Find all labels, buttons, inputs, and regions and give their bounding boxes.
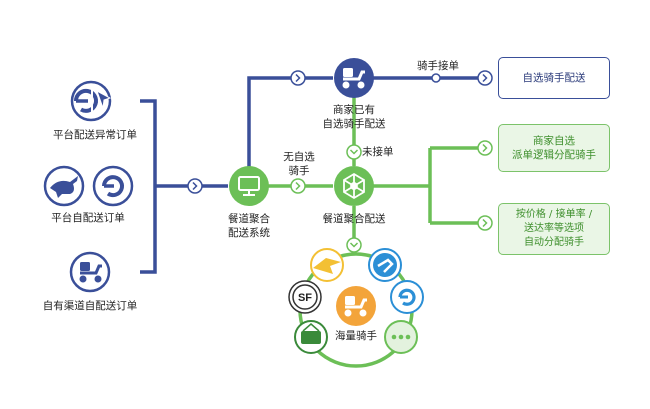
source-platform-self-label: 平台自配送订单: [51, 212, 125, 224]
network-hub-icon: [343, 172, 365, 200]
scooter-icon: [344, 296, 367, 317]
arrow-node-green-1: [290, 178, 306, 194]
rider-accept-dot: [431, 73, 441, 83]
kangaroo-logo: [43, 165, 85, 207]
svg-text:SF: SF: [298, 292, 312, 304]
aggregate-node: [334, 166, 374, 206]
arrow-node-navy-2: [290, 70, 306, 86]
fengniao-logo: [310, 248, 344, 282]
meituan-logo: [294, 320, 328, 354]
system-label: 餐道聚合 配送系统: [228, 213, 270, 239]
arrow-node-green-3: [477, 215, 493, 231]
sf-express-logo: SF: [288, 280, 322, 314]
dada-logo: [368, 248, 402, 282]
riders-label: 海量骑手: [335, 330, 377, 342]
arrow-node-green-2: [477, 140, 493, 156]
arrow-node-navy-3: [477, 70, 493, 86]
output-auto-assign-box: 按价格 / 接单率 / 送达率等选项 自动分配骑手: [498, 203, 610, 255]
system-node: [229, 166, 269, 206]
riders-center: [336, 286, 376, 326]
arrow-connectors: [187, 70, 493, 253]
more-icon: [384, 320, 418, 354]
arrow-node-navy-1: [187, 178, 203, 194]
monitor-icon: [238, 176, 260, 196]
source-own-channel-label: 自有渠道自配送订单: [42, 300, 138, 312]
output-merchant-select-box: 商家自选 派单逻辑分配骑手: [498, 124, 610, 172]
send-arrow-icon: [91, 89, 112, 113]
source-platform-exception-label: 平台配送异常订单: [53, 129, 137, 141]
output-self-selected-box: 自选骑手配送: [498, 57, 610, 99]
scooter-icon: [69, 251, 111, 293]
riders-ring: SF: [288, 248, 424, 368]
arrow-node-green-down-1: [346, 144, 362, 160]
eleme-logo: [390, 280, 424, 314]
not-accepted-label: 未接单: [362, 146, 394, 158]
aggregate-label: 餐道聚合配送: [322, 213, 386, 225]
merchant-rider-label: 商家已有 自选骑手配送: [322, 104, 386, 130]
no-selected-rider-label: 无自选 骑手: [283, 151, 315, 177]
scooter-icon: [342, 68, 365, 89]
rider-accept-label: 骑手接单: [417, 60, 459, 72]
arrow-node-green-down-2: [346, 237, 362, 253]
merchant-rider-node: [334, 58, 374, 98]
eleme-logo: [92, 165, 134, 207]
